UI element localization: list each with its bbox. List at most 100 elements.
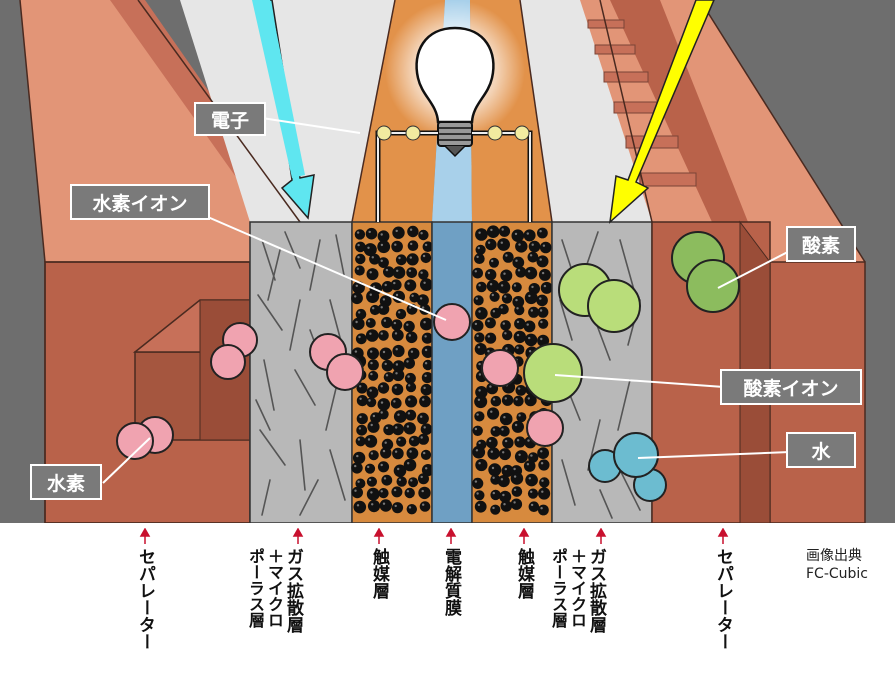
catalyst-particle <box>421 464 435 477</box>
hydrogen-molecules <box>116 303 564 460</box>
catalyst-particle <box>405 409 417 421</box>
catalyst-particle-highlight <box>396 269 399 272</box>
catalyst-particle-highlight <box>540 507 543 510</box>
catalyst-particle-highlight <box>492 506 495 510</box>
catalyst-particle <box>396 476 407 487</box>
catalyst-particle-highlight <box>513 284 517 287</box>
catalyst-particle-highlight <box>543 284 547 288</box>
catalyst-particle-highlight <box>423 386 426 390</box>
electron-label: 電子 <box>194 102 266 136</box>
catalyst-particle-highlight <box>513 467 516 471</box>
catalyst-particle-highlight <box>516 439 520 442</box>
catalyst-particle <box>378 330 389 341</box>
catalyst-particle-highlight <box>517 269 521 272</box>
catalyst-particle-highlight <box>422 254 426 258</box>
layer-label: セパレーター <box>135 548 155 650</box>
catalyst-particle <box>421 345 435 358</box>
catalyst-particle <box>473 295 484 306</box>
catalyst-particle-highlight <box>421 306 425 309</box>
catalyst-particle-highlight <box>422 398 425 401</box>
catalyst-particle-highlight <box>531 285 534 289</box>
catalyst-particle-highlight <box>540 450 543 453</box>
catalyst-particle-highlight <box>393 321 397 325</box>
catalyst-particle <box>418 486 431 500</box>
catalyst-particle-highlight <box>487 241 491 244</box>
catalyst-particle <box>417 412 429 425</box>
catalyst-particle <box>392 447 404 460</box>
catalyst-particle <box>404 372 416 384</box>
catalyst-particle <box>420 449 432 460</box>
catalyst-particle <box>405 382 417 393</box>
catalyst-particle <box>490 395 502 407</box>
catalyst-particle <box>513 395 524 407</box>
catalyst-particle <box>392 266 406 279</box>
catalyst-particle-highlight <box>380 463 383 467</box>
catalyst-particle <box>537 334 550 347</box>
catalyst-particle-highlight <box>408 269 412 272</box>
catalyst-particle-highlight <box>395 293 399 297</box>
catalyst-particle <box>366 487 380 501</box>
catalyst-particle <box>501 464 514 477</box>
catalyst-particle-highlight <box>516 346 519 349</box>
catalyst-particle-highlight <box>354 350 358 353</box>
catalyst-particle-highlight <box>411 294 414 297</box>
catalyst-particle <box>407 225 419 238</box>
catalyst-particle-highlight <box>540 462 544 465</box>
catalyst-particle <box>497 238 510 251</box>
catalyst-particle-highlight <box>358 311 361 314</box>
catalyst-particle-highlight <box>474 270 477 273</box>
catalyst-particle <box>377 382 390 394</box>
catalyst-particle <box>395 254 407 266</box>
catalyst-particle-highlight <box>504 332 507 335</box>
catalyst-particle-highlight <box>382 449 386 453</box>
layer-sublabel: ポーラス層 <box>246 548 265 628</box>
catalyst-particle-highlight <box>492 491 495 495</box>
catalyst-particle-highlight <box>526 323 529 326</box>
catalyst-particle-highlight <box>394 332 398 335</box>
catalyst-particle-highlight <box>516 307 519 310</box>
catalyst-particle-highlight <box>505 254 508 257</box>
catalyst-particle-highlight <box>489 283 493 286</box>
layer-label: 電解質膜 <box>441 548 461 616</box>
catalyst-particle-highlight <box>406 360 409 363</box>
catalyst-particle <box>472 267 483 279</box>
catalyst-particle-highlight <box>478 389 481 392</box>
catalyst-particle <box>537 447 549 459</box>
credit-line-2: FC-Cubic <box>806 566 869 582</box>
catalyst-particle-highlight <box>384 283 387 287</box>
catalyst-particle-highlight <box>382 350 386 354</box>
catalyst-particle <box>418 229 429 241</box>
catalyst-particle-highlight <box>394 243 397 246</box>
catalyst-particle-highlight <box>487 350 490 353</box>
catalyst-particle <box>515 385 527 396</box>
catalyst-particle-highlight <box>357 243 360 247</box>
catalyst-particle <box>403 357 415 369</box>
label-separator-right: セパレーター <box>713 548 733 650</box>
catalyst-particle <box>379 347 393 361</box>
catalyst-particle <box>383 266 395 278</box>
catalyst-particle-highlight <box>397 413 400 416</box>
catalyst-particle <box>472 477 484 489</box>
catalyst-particle-highlight <box>359 397 362 400</box>
catalyst-particle-highlight <box>355 320 358 324</box>
catalyst-particle-highlight <box>394 386 397 389</box>
catalyst-particle-highlight <box>539 258 542 261</box>
left-catalyst-layer <box>351 221 435 523</box>
catalyst-particle-highlight <box>368 230 371 234</box>
catalyst-particle-highlight <box>383 477 387 480</box>
catalyst-particle-highlight <box>492 310 496 313</box>
oxygen-label: 酸素 <box>786 226 856 262</box>
catalyst-particle-highlight <box>541 479 544 482</box>
catalyst-particle-highlight <box>526 232 529 235</box>
catalyst-particle <box>421 372 433 384</box>
catalyst-particle-highlight <box>528 477 531 480</box>
catalyst-particle <box>367 420 380 433</box>
catalyst-particle <box>391 329 404 342</box>
catalyst-particle <box>476 281 487 293</box>
catalyst-particle-highlight <box>542 244 546 247</box>
catalyst-particle <box>487 407 500 420</box>
catalyst-particle-highlight <box>408 398 411 401</box>
catalyst-particle-highlight <box>490 410 493 413</box>
catalyst-particle-highlight <box>527 397 530 400</box>
catalyst-particle-highlight <box>491 466 495 470</box>
